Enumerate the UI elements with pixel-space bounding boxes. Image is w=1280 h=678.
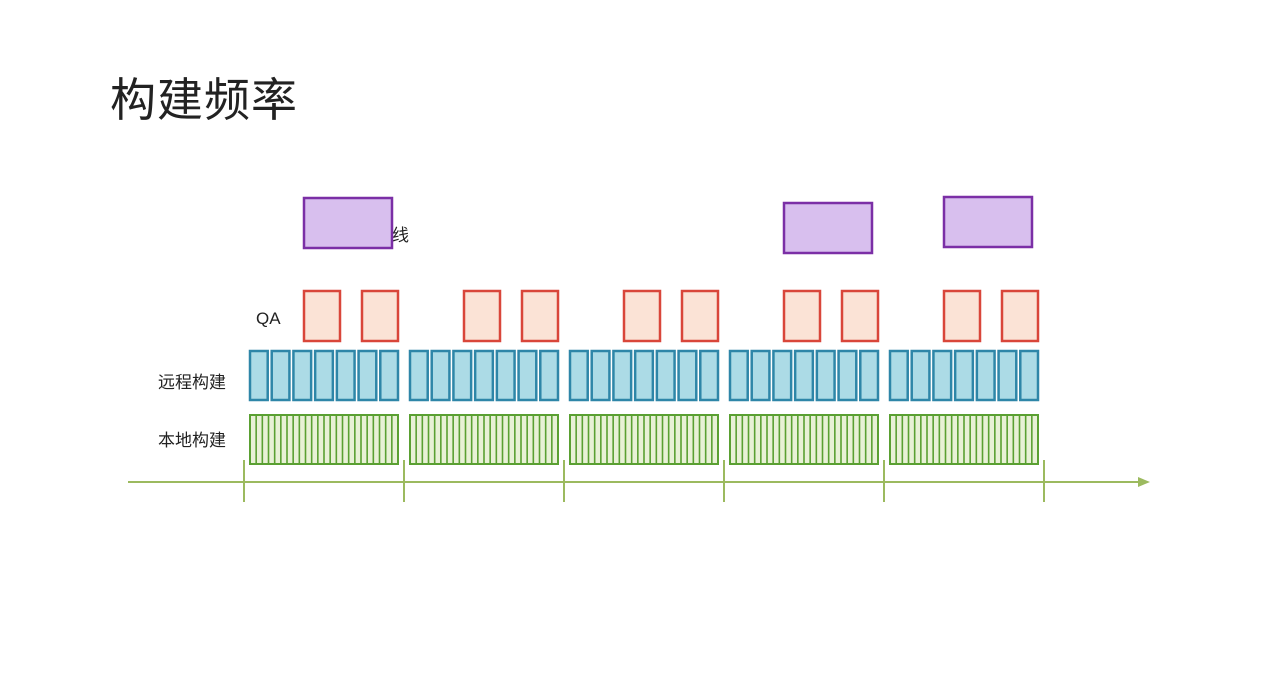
remote-build-box [837,349,858,402]
release-box [302,196,394,250]
qa-box [1000,289,1040,343]
qa-box [462,289,502,343]
row-label-remote-build: 远程构建 [158,373,226,393]
remote-build-box [728,349,749,402]
qa-box [680,289,720,343]
remote-build-box [750,349,771,402]
remote-build-box [1019,349,1040,402]
qa-box [840,289,880,343]
remote-build-box [975,349,996,402]
remote-build-box [633,349,655,402]
qa-box [520,289,560,343]
remote-build-box [248,349,269,402]
remote-build-box [430,349,451,402]
remote-build-box [335,349,356,402]
remote-build-box [517,349,538,402]
release-box [942,195,1034,249]
qa-box [302,289,342,343]
remote-build-box [408,349,429,402]
remote-build-box [815,349,836,402]
page-title: 构建频率 [110,73,298,127]
timeline-arrow-icon [1138,477,1150,487]
remote-build-box [997,349,1018,402]
row-label-qa: QA [256,309,281,328]
remote-build-box [270,349,291,402]
remote-build-box [677,349,698,402]
qa-box [622,289,662,343]
remote-build-box [953,349,975,402]
remote-build-box [910,349,931,402]
release-box [782,201,874,255]
remote-build-box [539,349,560,402]
remote-build-box [699,349,720,402]
qa-box [360,289,400,343]
remote-build-box [313,349,335,402]
remote-build-box [932,349,953,402]
qa-box [782,289,822,343]
row-label-local-build: 本地构建 [158,431,226,451]
remote-build-box [495,349,516,402]
remote-build-box [612,349,633,402]
remote-build-box [793,349,815,402]
remote-build-box [379,349,400,402]
remote-build-box [473,349,495,402]
remote-build-box [452,349,473,402]
remote-build-box [292,349,313,402]
qa-box [942,289,982,343]
remote-build-box [772,349,793,402]
remote-build-box [568,349,589,402]
remote-build-box [357,349,378,402]
remote-build-box [859,349,880,402]
remote-build-box [655,349,676,402]
remote-build-box [590,349,611,402]
remote-build-box [888,349,909,402]
